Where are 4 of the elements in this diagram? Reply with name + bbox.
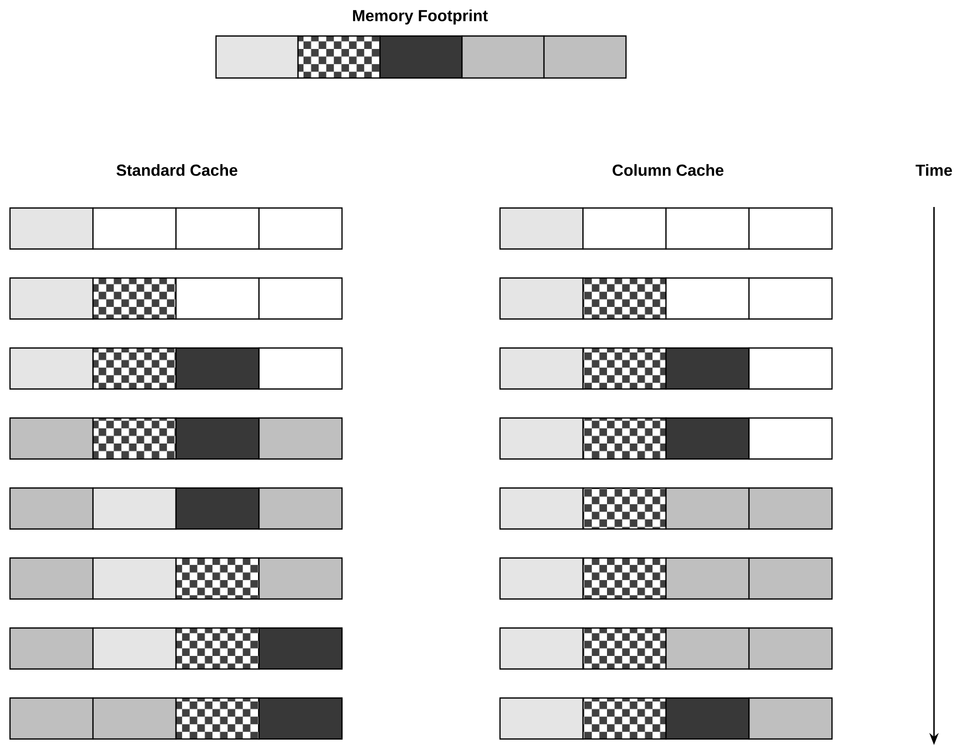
- column-heading: Standard Cache: [116, 164, 238, 176]
- column-heading: Memory Footprint: [353, 10, 488, 24]
- column-heading: Time: [916, 164, 952, 176]
- column-heading: Column Cache: [612, 164, 724, 176]
